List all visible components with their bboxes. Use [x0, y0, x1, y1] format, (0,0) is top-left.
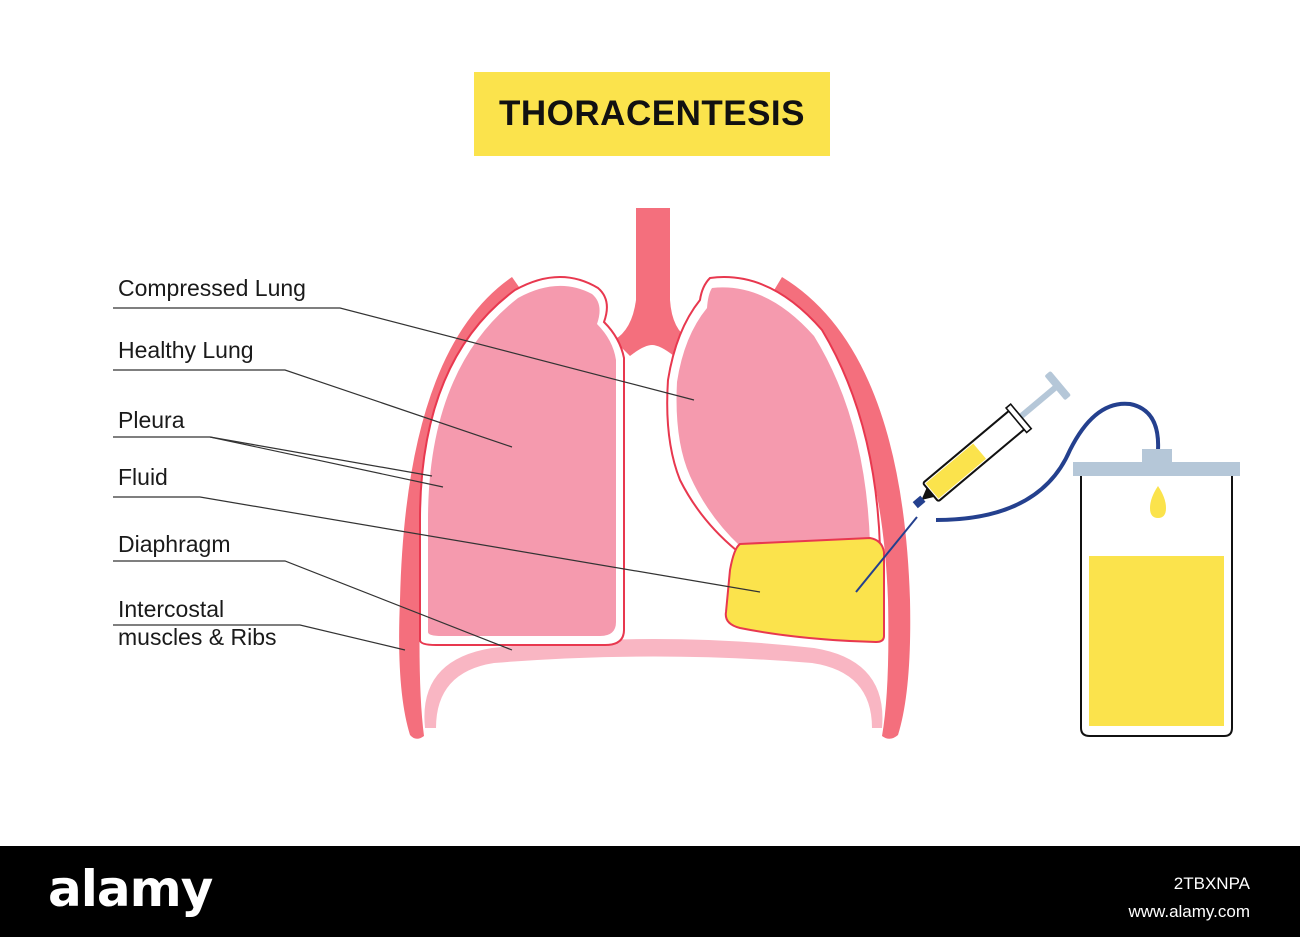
footer-url: www.alamy.com — [1128, 902, 1250, 921]
healthy-lung — [428, 285, 616, 636]
label-compressed-lung: Compressed Lung — [118, 275, 306, 301]
watermark-footer: alamy 2TBXNPA www.alamy.com — [0, 846, 1300, 937]
label-fluid: Fluid — [118, 464, 168, 490]
leader-healthy-lung — [113, 369, 513, 448]
leader-diaphragm — [113, 560, 513, 651]
trachea — [614, 208, 690, 356]
label-diaphragm: Diaphragm — [118, 531, 231, 557]
leader-intercostal — [113, 624, 406, 651]
leader-lines — [113, 307, 761, 651]
image-id: 2TBXNPA — [1173, 874, 1250, 893]
title-banner: THORACENTESIS — [474, 72, 830, 156]
diagram-canvas: THORACENTESIS — [113, 72, 1240, 739]
syringe — [912, 371, 1071, 509]
label-pleura: Pleura — [118, 407, 185, 433]
needle — [855, 516, 918, 593]
leader-fluid — [113, 496, 761, 593]
compressed-lung — [676, 287, 870, 546]
diaphragm — [424, 639, 883, 728]
label-intercostal: Intercostal muscles & Ribs — [118, 596, 277, 650]
diagram-title: THORACENTESIS — [499, 94, 805, 133]
pleural-fluid — [724, 536, 885, 644]
leader-pleura-2 — [209, 436, 444, 488]
brand-logo: alamy — [48, 860, 213, 918]
collection-container — [1073, 449, 1240, 737]
drainage-tube — [935, 401, 1161, 522]
anatomy-illustration — [113, 208, 1240, 739]
drop-icon — [1150, 486, 1166, 518]
leader-compressed-lung — [113, 307, 695, 401]
label-healthy-lung: Healthy Lung — [118, 337, 254, 363]
